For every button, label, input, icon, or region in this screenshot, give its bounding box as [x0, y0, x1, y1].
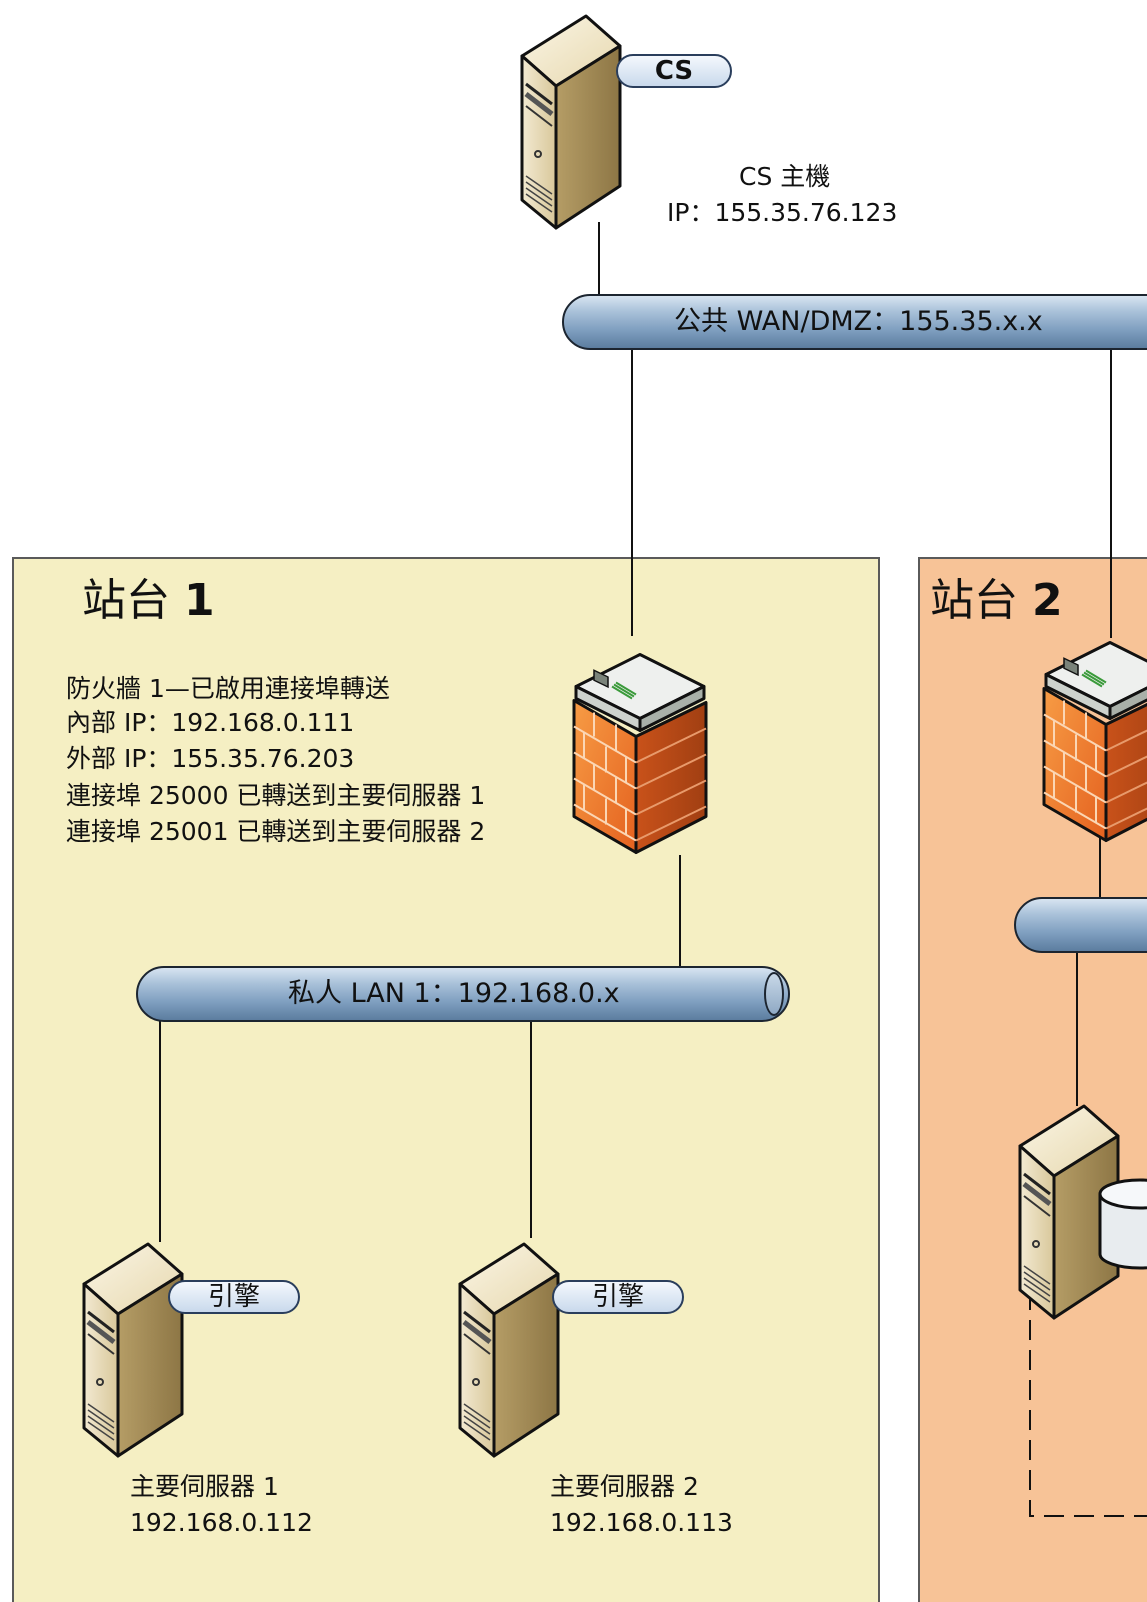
firewall2-to-lan-line — [1099, 835, 1101, 897]
database-icon — [1098, 1178, 1147, 1270]
lan-1-bus-end — [764, 972, 784, 1016]
primary-server-2-ip: 192.168.0.113 — [550, 1508, 733, 1537]
site-2-title: 站台 2 — [930, 579, 1063, 623]
lan-to-server2-line — [530, 1020, 532, 1238]
primary-server-2-name: 主要伺服器 2 — [550, 1472, 699, 1501]
engine-badge-1: 引擎 — [168, 1280, 300, 1314]
primary-server-1-icon — [70, 1234, 190, 1464]
dashed-link — [1029, 1260, 1147, 1517]
firewall1-to-lan-line — [679, 855, 681, 971]
cs-host-ip: IP：155.35.76.123 — [667, 198, 898, 227]
firewall-1-line-4: 連接埠 25000 已轉送到主要伺服器 1 — [66, 781, 486, 810]
site-1-title: 站台 1 — [82, 579, 215, 623]
site-2-title-prefix: 站台 — [930, 575, 1032, 626]
cs-badge: CS — [616, 54, 732, 88]
site-1-title-prefix: 站台 — [82, 575, 184, 626]
lan2-to-server-line — [1076, 950, 1078, 1106]
wan-to-firewall1-line — [631, 348, 633, 636]
wan-label: 公共 WAN/DMZ：155.35.x.x — [674, 306, 1043, 337]
wan-to-firewall2-line — [1110, 348, 1112, 638]
firewall-2-icon — [1040, 612, 1147, 847]
firewall-1-line-3: 外部 IP：155.35.76.203 — [66, 744, 355, 773]
cs-to-wan-line — [598, 222, 600, 300]
lan-1-bus: 私人 LAN 1：192.168.0.x — [136, 966, 790, 1022]
firewall-1-line-2: 內部 IP：192.168.0.111 — [66, 708, 355, 737]
cs-host-name: CS 主機 — [739, 162, 831, 191]
lan-to-server1-line — [159, 1020, 161, 1242]
engine-badge-2: 引擎 — [552, 1280, 684, 1314]
primary-server-2-icon — [446, 1234, 566, 1464]
site-2-title-number: 2 — [1032, 575, 1063, 626]
primary-server-1-name: 主要伺服器 1 — [130, 1472, 279, 1501]
lan-1-label: 私人 LAN 1：192.168.0.x — [288, 978, 620, 1009]
cs-server-icon — [508, 6, 628, 236]
wan-bus: 公共 WAN/DMZ：155.35.x.x — [562, 294, 1147, 350]
primary-server-1-ip: 192.168.0.112 — [130, 1508, 313, 1537]
firewall-1-icon — [570, 624, 710, 859]
site-1-title-number: 1 — [184, 575, 215, 626]
firewall-1-line-5: 連接埠 25001 已轉送到主要伺服器 2 — [66, 817, 486, 846]
lan-2-bus — [1014, 897, 1147, 953]
firewall-1-line-1: 防火牆 1—已啟用連接埠轉送 — [66, 674, 390, 703]
